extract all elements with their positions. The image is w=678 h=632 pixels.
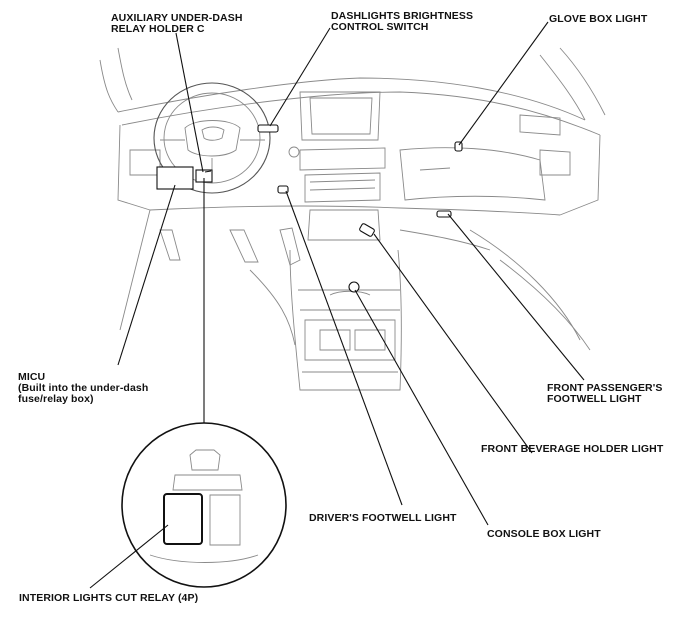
micu-box bbox=[156, 166, 194, 190]
dash-switch-part bbox=[257, 124, 279, 133]
label-front-beverage: FRONT BEVERAGE HOLDER LIGHT bbox=[481, 443, 664, 455]
passenger-footwell-light-part bbox=[436, 210, 452, 218]
leader-lines bbox=[117, 21, 585, 526]
label-dash-switch: DASHLIGHTS BRIGHTNESS CONTROL SWITCH bbox=[331, 10, 474, 33]
beverage-holder-light-part bbox=[359, 223, 375, 237]
label-glove-box: GLOVE BOX LIGHT bbox=[549, 13, 648, 25]
label-drivers-footwell: DRIVER'S FOOTWELL LIGHT bbox=[309, 512, 457, 524]
label-front-passenger: FRONT PASSENGER'S FOOTWELL LIGHT bbox=[547, 382, 663, 405]
label-console-box: CONSOLE BOX LIGHT bbox=[487, 528, 601, 540]
relay-inset bbox=[89, 422, 287, 589]
interior-lights-cut-relay bbox=[163, 493, 203, 545]
label-interior-relay: INTERIOR LIGHTS CUT RELAY (4P) bbox=[19, 592, 199, 604]
center-stack bbox=[288, 91, 402, 391]
label-micu: MICU (Built into the under-dash fuse/rel… bbox=[18, 371, 149, 405]
glove-box-light-part bbox=[454, 141, 463, 152]
driver-footwell-light-part bbox=[277, 185, 289, 194]
console-box-light-part bbox=[348, 281, 360, 293]
footwell-lines bbox=[119, 209, 591, 351]
label-aux-relay: AUXILIARY UNDER-DASH RELAY HOLDER C bbox=[111, 12, 243, 35]
dash-outline bbox=[99, 47, 606, 216]
